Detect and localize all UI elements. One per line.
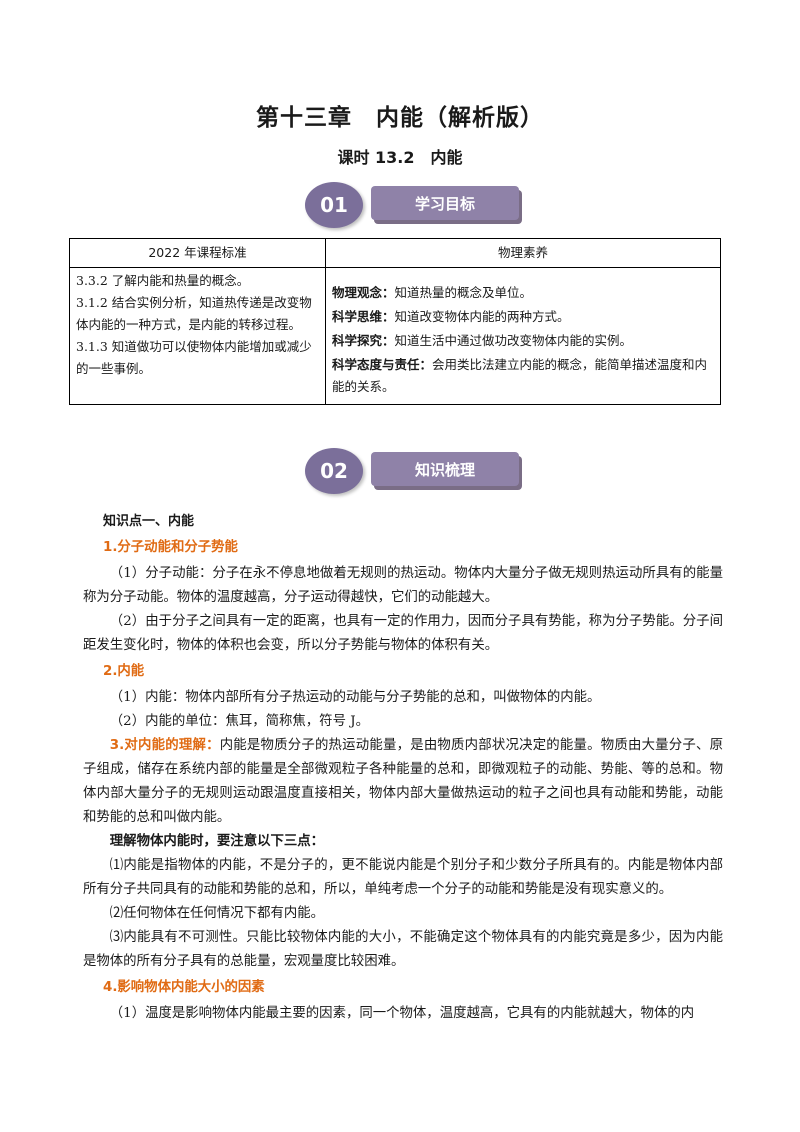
table-header-row: 2022 年课程标准 物理素养 — [69, 238, 721, 268]
literacy-text: 会用类比法建立内能的概念，能简单描述温度和内能的关系。 — [332, 357, 708, 394]
learning-goals-table: 2022 年课程标准 物理素养 3.3.2 了解内能和热量的概念。 3.1.2 … — [69, 238, 721, 405]
literacy-key: 科学态度与责任： — [332, 357, 433, 372]
section-banner-knowledge: 02 知识梳理 — [305, 448, 520, 494]
paragraph: 3.对内能的理解：内能是物质分子的热运动能量，是由物质内部状况决定的能量。物质由… — [83, 734, 723, 830]
paragraph: （1）内能：物体内部所有分子热运动的动能与分子势能的总和，叫做物体的内能。 — [109, 690, 601, 705]
paragraph: ⑵任何物体在任何情况下都有内能。 — [109, 906, 325, 921]
knowledge-content: 知识点一、内能 1.分子动能和分子势能 （1）分子动能：分子在永不停息地做着无规… — [83, 510, 723, 1026]
literacy-key: 科学思维： — [332, 309, 395, 324]
note-title: 理解物体内能时，要注意以下三点： — [109, 834, 325, 849]
table-header-literacy: 物理素养 — [325, 238, 721, 268]
section-number-badge: 01 — [305, 182, 363, 228]
paragraph: （1）分子动能：分子在永不停息地做着无规则的热运动。物体内大量分子做无规则热运动… — [83, 566, 723, 605]
paragraph: （2）由于分子之间具有一定的距离，也具有一定的作用力，因而分子具有势能，称为分子… — [83, 614, 723, 653]
literacy-cell: 物理观念：知道热量的概念及单位。 科学思维：知道改变物体内能的两种方式。 科学探… — [325, 267, 721, 405]
paragraph: （1）温度是影响物体内能最主要的因素，同一个物体，温度越高，它具有的内能就越大，… — [109, 1006, 695, 1021]
lesson-subtitle: 课时 13.2 内能 — [337, 148, 463, 167]
literacy-item: 科学探究：知道生活中通过做功改变物体内能的实例。 — [332, 330, 716, 352]
literacy-key: 物理观念： — [332, 285, 395, 300]
paragraph-text: 内能是物质分子的热运动能量，是由物质内部状况决定的能量。物质由大量分子、原子组成… — [83, 738, 724, 825]
inline-heading: 3.对内能的理解： — [109, 738, 220, 753]
subheading: 2.内能 — [103, 664, 145, 679]
standards-cell: 3.3.2 了解内能和热量的概念。 3.1.2 结合实例分析，知道热传递是改变物… — [69, 267, 326, 405]
section-label: 知识梳理 — [371, 452, 519, 486]
knowledge-point-title: 知识点一、内能 — [103, 514, 195, 529]
standard-item: 3.3.2 了解内能和热量的概念。 — [76, 273, 250, 288]
literacy-text: 知道改变物体内能的两种方式。 — [394, 309, 570, 324]
table-header-standard: 2022 年课程标准 — [69, 238, 326, 268]
literacy-item: 物理观念：知道热量的概念及单位。 — [332, 282, 716, 304]
section-banner-goals: 01 学习目标 — [305, 182, 520, 228]
section-label: 学习目标 — [371, 186, 519, 220]
literacy-text: 知道热量的概念及单位。 — [394, 285, 533, 300]
literacy-item: 科学态度与责任：会用类比法建立内能的概念，能简单描述温度和内能的关系。 — [332, 354, 716, 398]
subheading: 4.影响物体内能大小的因素 — [103, 980, 265, 995]
subheading: 1.分子动能和分子势能 — [103, 540, 238, 555]
page-title: 第十三章 内能（解析版） — [256, 105, 544, 131]
paragraph: ⑶内能具有不可测性。只能比较物体内能的大小，不能确定这个物体具有的内能究竟是多少… — [83, 930, 723, 969]
standard-item: 3.1.2 结合实例分析，知道热传递是改变物体内能的一种方式，是内能的转移过程。 — [76, 295, 312, 332]
paragraph: （2）内能的单位：焦耳，简称焦，符号 J。 — [109, 714, 369, 729]
literacy-item: 科学思维：知道改变物体内能的两种方式。 — [332, 306, 716, 328]
section-number-badge: 02 — [305, 448, 363, 494]
literacy-key: 科学探究： — [332, 333, 395, 348]
standard-item: 3.1.3 知道做功可以使物体内能增加或减少的一些事例。 — [76, 339, 312, 376]
paragraph: ⑴内能是指物体的内能，不是分子的，更不能说内能是个别分子和少数分子所具有的。内能… — [83, 858, 723, 897]
literacy-text: 知道生活中通过做功改变物体内能的实例。 — [394, 333, 633, 348]
table-row: 3.3.2 了解内能和热量的概念。 3.1.2 结合实例分析，知道热传递是改变物… — [69, 267, 721, 405]
